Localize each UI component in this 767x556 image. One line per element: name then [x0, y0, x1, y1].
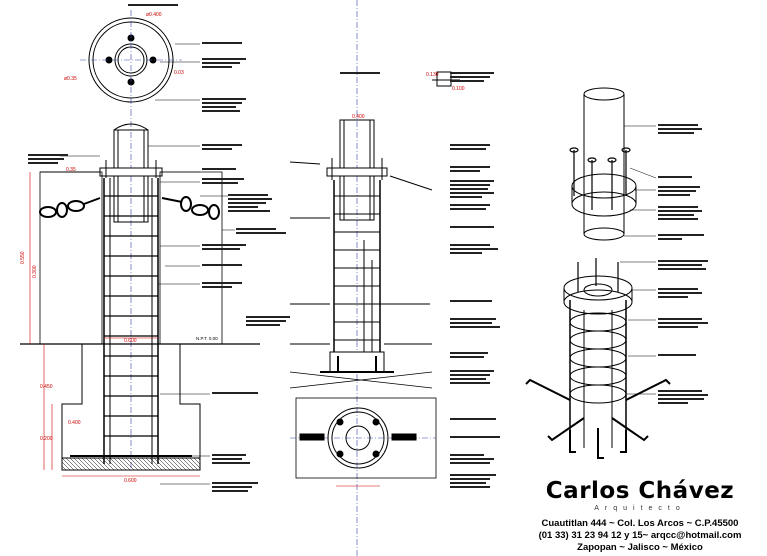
dim-right-bolt: 0.03: [174, 70, 184, 76]
city-line: Zapopan ~ Jalisco ~ México: [577, 542, 703, 553]
dim-mid-small-b: 0.100: [452, 86, 465, 92]
address-line: Cuautitlan 444 ~ Col. Los Arcos ~ C.P.45…: [541, 518, 739, 529]
title-block: Carlos Chávez Arquitecto Cuautitlan 444 …: [520, 478, 760, 554]
dim-height-main: 0.550: [20, 251, 26, 264]
phone-email-line: (01 33) 31 23 94 12 y 15~ arqcc@hotmail.…: [538, 530, 742, 541]
dim-height-c: 0.200: [40, 436, 53, 442]
right-isometric: [525, 87, 671, 459]
left-elevation: [20, 10, 260, 485]
dim-height-b: 0.450: [40, 384, 53, 390]
level-mark: N.P.T. 0.00: [196, 336, 218, 341]
dim-mid-top: 0.400: [352, 114, 365, 120]
dim-top-cap: ø0.400: [146, 12, 162, 18]
dim-chain: 0.35: [66, 167, 76, 173]
middle-section: [289, 0, 460, 556]
right-annotation-marks: [658, 124, 708, 404]
architect-name: Carlos Chávez: [545, 478, 735, 504]
top-plate-plan: [80, 10, 182, 110]
middle-annotation-marks: [246, 72, 500, 488]
dim-mid-small-a: 0.130: [426, 72, 439, 78]
dim-height-a: 0.300: [32, 265, 38, 278]
annotation-marks: [28, 4, 286, 492]
dim-lower-base: 0.600: [124, 478, 137, 484]
dim-base-width: 0.600: [124, 338, 137, 344]
chain-right: [161, 196, 220, 220]
dim-base-len: 0.400: [68, 420, 81, 426]
dim-left-bolt: ø0.35: [64, 76, 77, 82]
chain-left: [39, 197, 101, 218]
architect-subtitle: Arquitecto: [594, 505, 686, 512]
